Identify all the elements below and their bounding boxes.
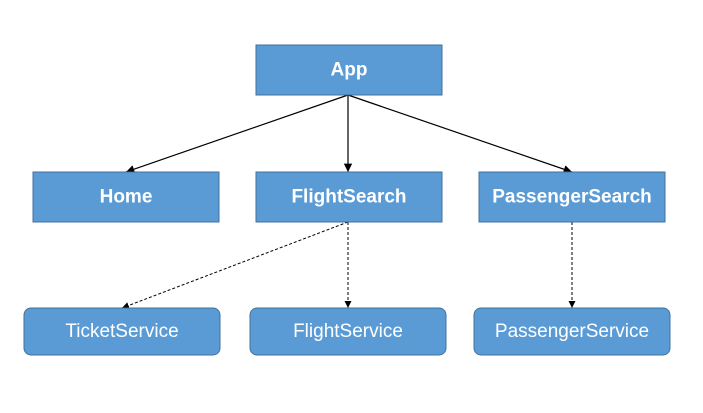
node-home: Home [32,171,220,223]
node-app: App [255,44,443,96]
node-passenger-service-label: PassengerService [495,321,649,342]
node-flight-service-label: FlightService [293,321,403,342]
node-passenger-service: PassengerService [473,307,671,356]
node-passenger-search-box [478,171,666,223]
node-app-label: App [331,60,368,81]
node-app-box [255,44,443,96]
node-passenger-search: PassengerSearch [478,171,666,223]
node-flight-service-box [249,307,447,356]
edges [121,94,576,309]
node-passenger-search-label: PassengerSearch [492,187,652,208]
edge-flight-search-ticket-service [121,221,349,309]
node-flight-search-label: FlightSearch [291,187,406,208]
node-ticket-service-box [23,307,221,356]
node-passenger-service-box [473,307,671,356]
edge-app-home [125,94,349,174]
node-home-box [32,171,220,223]
node-ticket-service: TicketService [23,307,221,356]
node-ticket-service-label: TicketService [65,321,178,342]
node-flight-search: FlightSearch [255,171,443,223]
node-home-label: Home [100,187,153,208]
edge-app-passenger-search [347,94,573,174]
node-flight-service: FlightService [249,307,447,356]
node-flight-search-box [255,171,443,223]
